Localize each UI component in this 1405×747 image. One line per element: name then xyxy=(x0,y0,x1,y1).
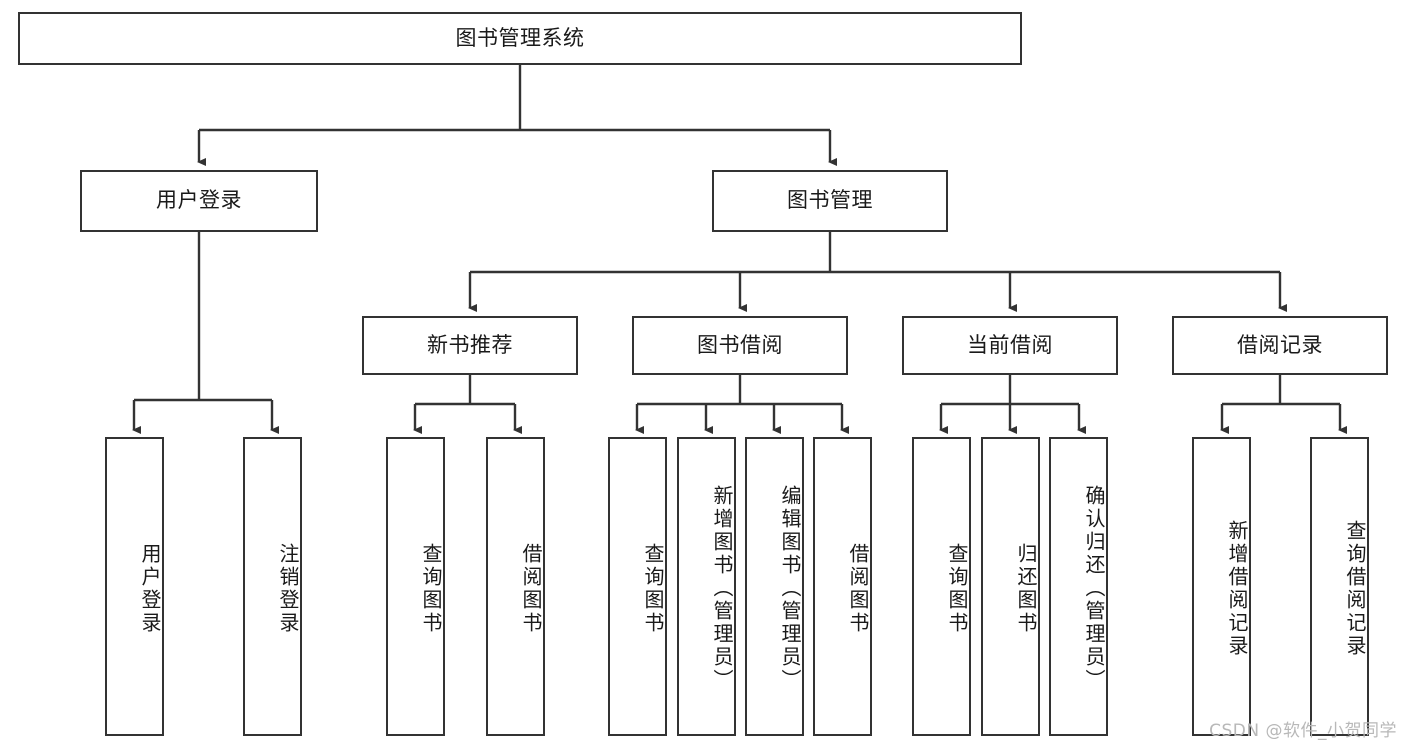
leaf-edit-book-admin[interactable]: 编辑图书（管理员） xyxy=(745,437,804,736)
node-user-login[interactable]: 用户登录 xyxy=(80,170,318,232)
leaf-confirm-return-admin[interactable]: 确认归还（管理员） xyxy=(1049,437,1108,736)
csdn-watermark: CSDN @软件_小贺同学 xyxy=(1209,721,1397,741)
leaf-query-book-current[interactable]: 查询图书 xyxy=(912,437,971,736)
leaf-logout[interactable]: 注销登录 xyxy=(243,437,302,736)
leaf-query-book-borrowing[interactable]: 查询图书 xyxy=(608,437,667,736)
leaf-label: 归还图书 xyxy=(1014,542,1038,635)
leaf-label: 查询图书 xyxy=(419,542,443,635)
node-root-system[interactable]: 图书管理系统 xyxy=(18,12,1022,65)
leaf-query-book-recommendation[interactable]: 查询图书 xyxy=(386,437,445,736)
leaf-label: 确认归还（管理员） xyxy=(1082,485,1106,692)
leaf-user-login[interactable]: 用户登录 xyxy=(105,437,164,736)
leaf-label: 查询图书 xyxy=(641,542,665,635)
leaf-label: 新增借阅记录 xyxy=(1225,519,1249,658)
leaf-add-borrow-record[interactable]: 新增借阅记录 xyxy=(1192,437,1251,736)
node-new-book-recommendation[interactable]: 新书推荐 xyxy=(362,316,578,375)
leaf-query-borrow-record[interactable]: 查询借阅记录 xyxy=(1310,437,1369,736)
node-book-management[interactable]: 图书管理 xyxy=(712,170,948,232)
leaf-label: 借阅图书 xyxy=(846,542,870,635)
leaf-label: 编辑图书（管理员） xyxy=(778,485,802,692)
leaf-borrow-book-recommendation[interactable]: 借阅图书 xyxy=(486,437,545,736)
leaf-label: 查询图书 xyxy=(945,542,969,635)
leaf-label: 新增图书（管理员） xyxy=(710,485,734,692)
node-current-borrowing[interactable]: 当前借阅 xyxy=(902,316,1118,375)
leaf-label: 注销登录 xyxy=(276,542,300,635)
node-borrowing-record[interactable]: 借阅记录 xyxy=(1172,316,1388,375)
leaf-label: 用户登录 xyxy=(138,542,162,635)
node-book-borrowing[interactable]: 图书借阅 xyxy=(632,316,848,375)
leaf-label: 查询借阅记录 xyxy=(1343,519,1367,658)
leaf-return-book[interactable]: 归还图书 xyxy=(981,437,1040,736)
leaf-label: 借阅图书 xyxy=(519,542,543,635)
leaf-add-book-admin[interactable]: 新增图书（管理员） xyxy=(677,437,736,736)
leaf-borrow-book[interactable]: 借阅图书 xyxy=(813,437,872,736)
